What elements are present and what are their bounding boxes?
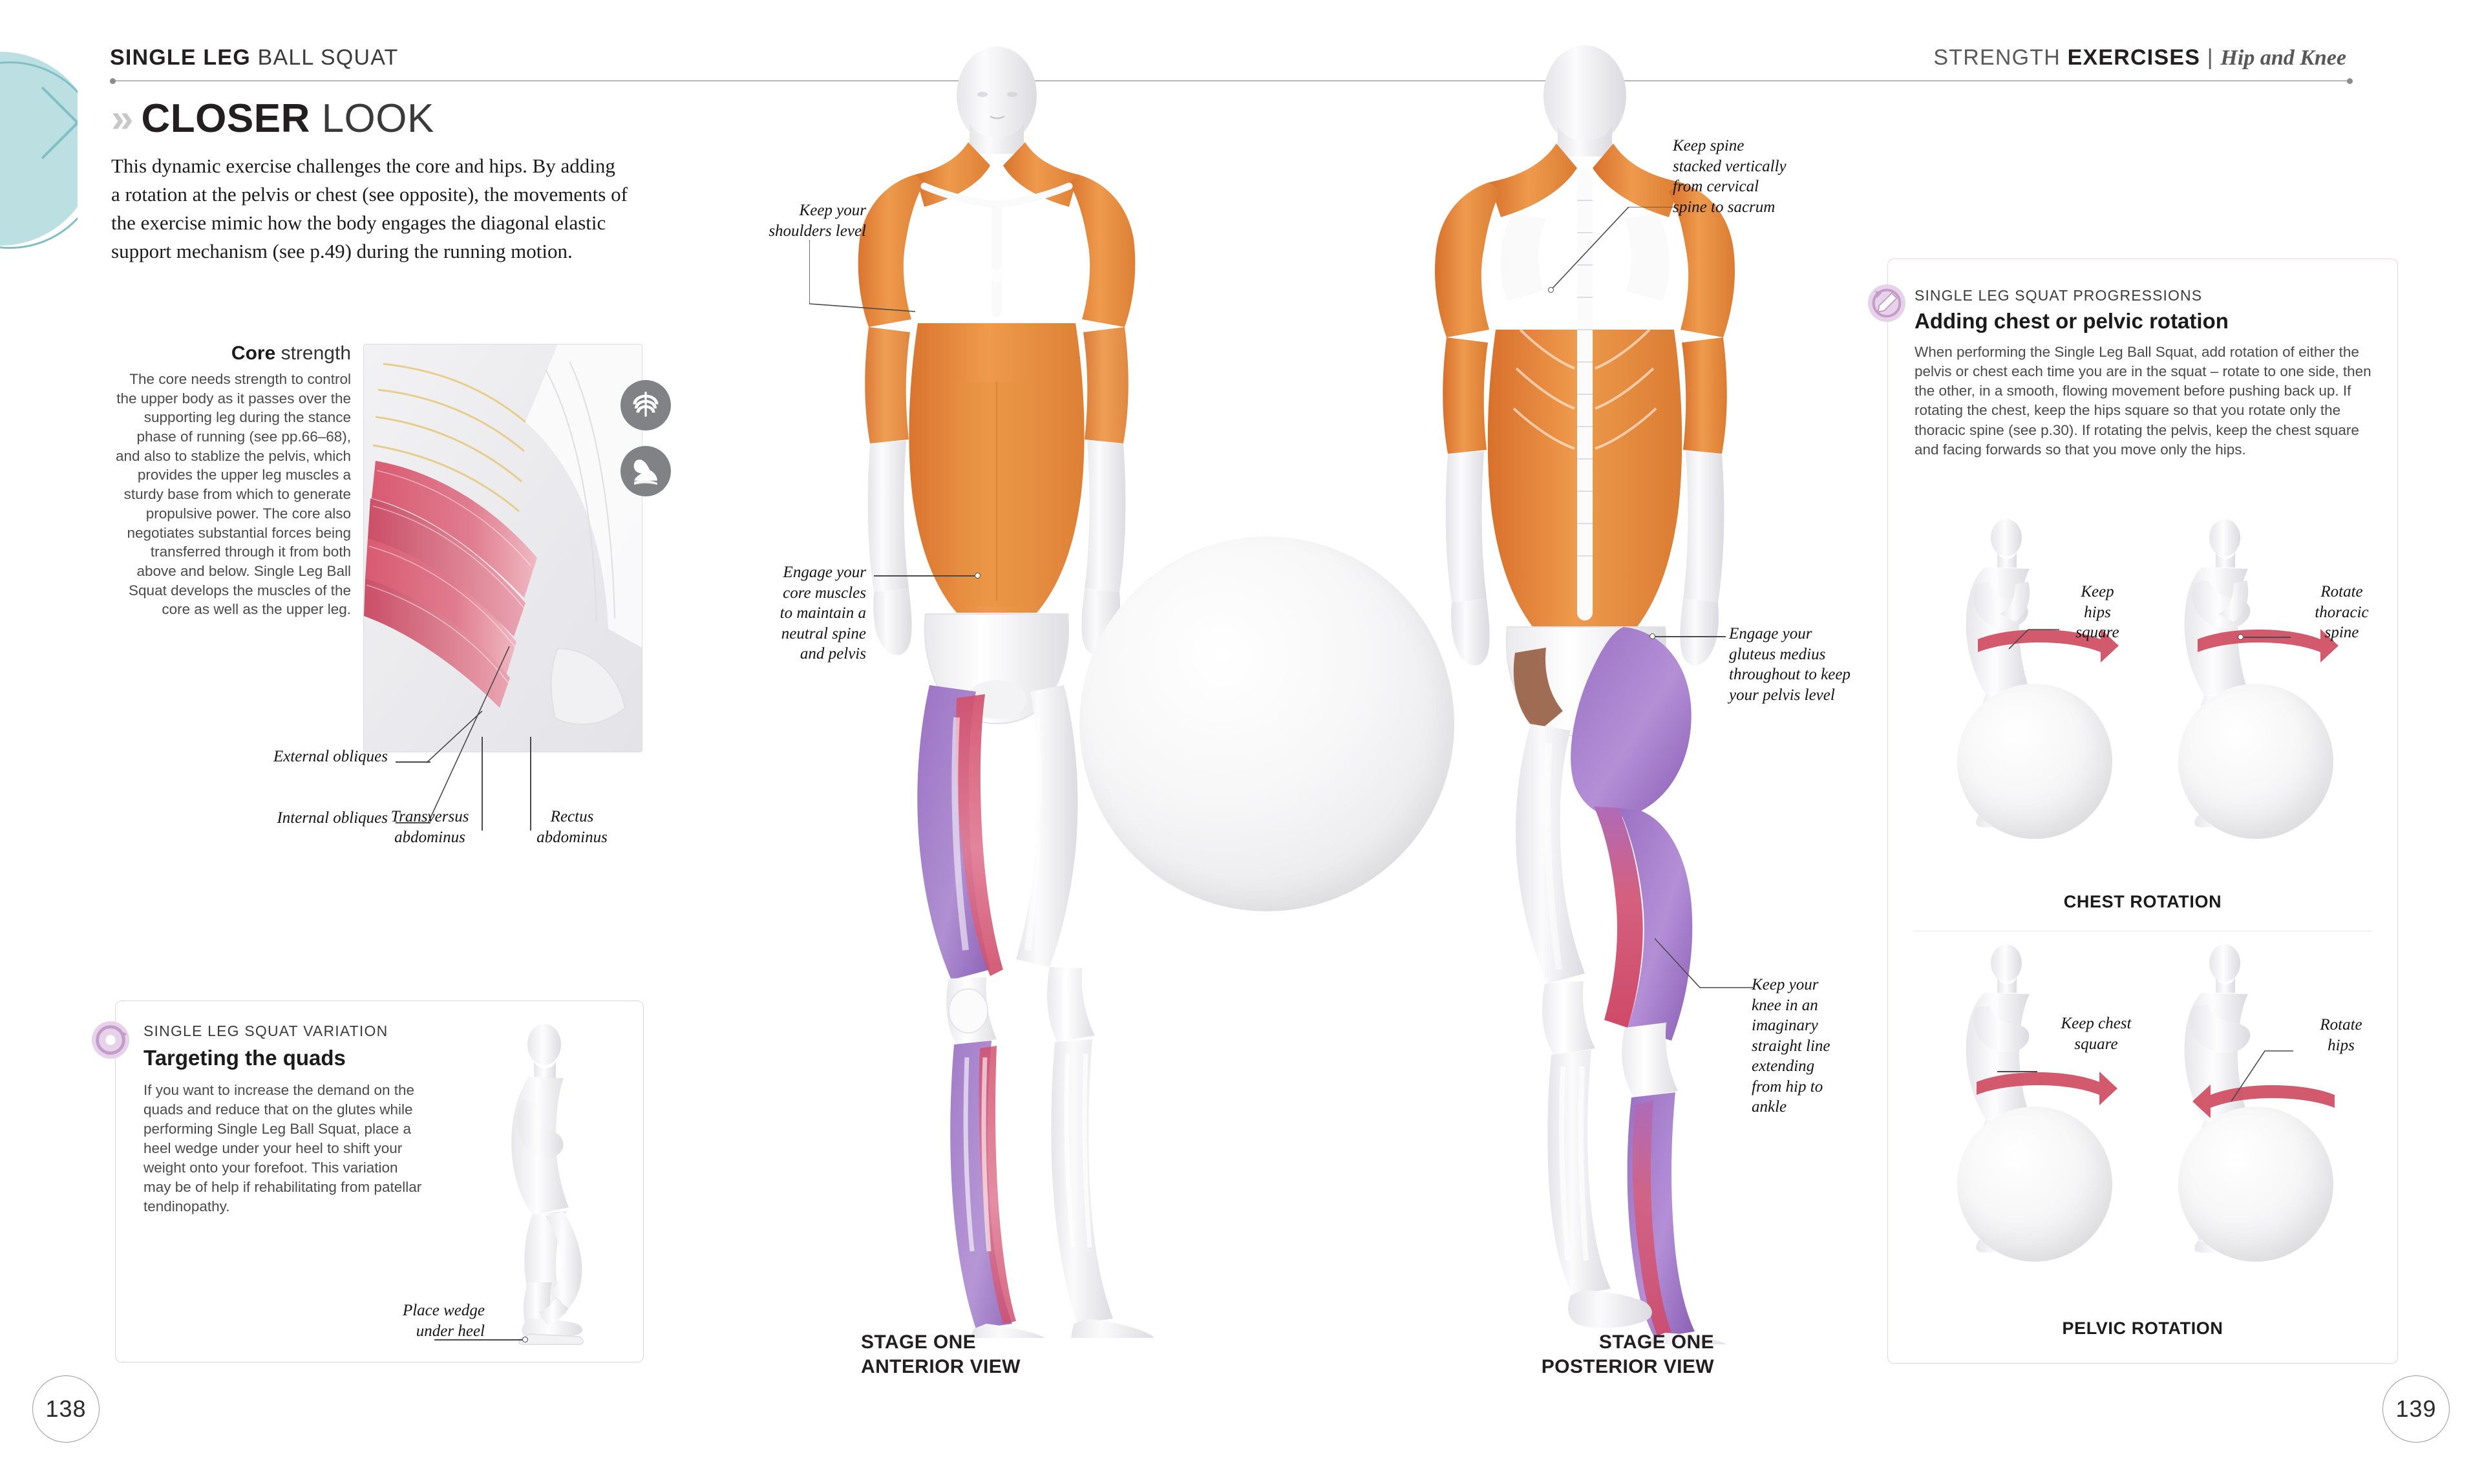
running-head-separator: | [2200,45,2221,70]
running-head-right-light: STRENGTH [1933,45,2068,70]
pelvic-rotation-arrow-right [2192,1085,2335,1118]
label-keep-chest-square: Keep chest square [2061,1015,2132,1053]
label-keep-hips-square: Keep hips square [2075,583,2119,641]
core-strength-column: Core strength The core needs strength to… [109,343,351,619]
pelvic-rotation-ball-right [2178,1107,2333,1262]
label-keep-spine: Keep spine stacked vertically from cervi… [1673,137,1787,216]
leader-place-wedge [434,1339,525,1341]
chest-rotation-ball-left [1957,684,2112,839]
leader-gluteus-medius [1655,636,1726,637]
label-gluteus-medius: Engage your gluteus medius throughout to… [1729,625,1851,704]
leader-external-obliques [396,761,430,763]
leader-internal-obliques-diagonal [428,646,510,824]
leader-transversus [482,737,483,831]
core-strength-body: The core needs strength to control the u… [116,371,351,618]
exercise-ball [1079,536,1454,911]
page-number-left: 138 [32,1375,100,1443]
pelvic-rotation-caption: PELVIC ROTATION [2062,1319,2223,1338]
running-head-right: STRENGTH EXERCISES | Hip and Knee [1933,45,2346,70]
variation-side-figure [452,1021,633,1351]
chest-rotation-ball-right [2178,684,2333,839]
chest-rotation-caption: CHEST ROTATION [2063,892,2222,911]
stage-anterior-line1: STAGE ONE [861,1331,977,1353]
pelvic-rotation-ball-left [1957,1107,2112,1262]
decoration-mask [78,0,336,323]
stage-caption-anterior: STAGE ONE ANTERIOR VIEW [861,1330,1021,1380]
label-core-muscles: Engage your core muscles to maintain a n… [780,564,866,662]
core-heading-bold: Core [231,343,276,364]
rotation-pencil-icon [1867,284,1906,323]
label-external-obliques: External obliques [273,748,388,765]
core-anatomy-illustration [363,344,642,752]
stage-anterior-line2: ANTERIOR VIEW [861,1356,1021,1378]
leader-shoulders [809,240,916,312]
label-knee-line: Keep your knee in an imaginary straight … [1752,976,1830,1116]
running-head-left: SINGLE LEG BALL SQUAT [110,45,399,70]
leader-rotate-thoracic [2244,637,2291,638]
leader-rectus [530,737,531,831]
label-rectus-abdominus: Rectus abdominus [536,808,608,846]
leader-knee-line [1655,938,1753,988]
leader-glutes-endpoint [1649,633,1655,639]
stage-caption-posterior: STAGE ONE POSTERIOR VIEW [1520,1330,1714,1380]
header-rule [110,78,2353,84]
leader-external-obliques-diagonal [427,711,483,763]
leader-core-muscles [874,575,977,577]
leader-core-endpoint [975,573,981,578]
label-transversus-abdominus: Transversus abdominus [390,808,469,846]
rotation-target-icon [91,1021,130,1059]
pelvic-rotation-arrow-left [1977,1072,2117,1105]
posterior-figure [1357,45,1823,1372]
label-shoulders-level: Keep your shoulders level [769,202,866,240]
page-title-bold: CLOSER [141,96,310,141]
core-heading-light: strength [275,343,351,364]
leader-keep-chest-square [1997,1071,2037,1072]
leader-spine-endpoint [1548,287,1554,293]
running-head-chapter: Hip and Knee [2220,46,2346,70]
variation-title: Targeting the quads [143,1046,346,1070]
running-head-right-bold: EXERCISES [2067,45,2201,70]
leader-keep-hips-square [2009,629,2059,650]
variation-kicker: SINGLE LEG SQUAT VARIATION [143,1023,388,1039]
page-title-light: LOOK [310,96,434,141]
page-title-text: CLOSER LOOK [141,96,434,142]
stage-posterior-line1: STAGE ONE [1598,1331,1714,1353]
chest-rotation-arrow-left [1978,629,2119,662]
leader-keep-spine [1551,207,1674,290]
variation-body: If you want to increase the demand on th… [143,1082,422,1214]
flexed-bicep-icon [620,446,671,496]
leader-rotate-hips [2231,1050,2293,1102]
leader-thoracic-endpoint [2238,634,2243,640]
progressions-title: Adding chest or pelvic rotation [1915,309,2229,333]
page-title: »CLOSER LOOK [111,96,434,142]
core-strength-heading: Core strength [109,343,351,365]
intro-paragraph: This dynamic exercise challenges the cor… [111,154,628,263]
double-chevron-icon: » [111,96,134,141]
running-head-left-bold: SINGLE LEG [110,45,251,70]
leader-internal-obliques [396,822,430,823]
chest-rotation-arrow-right [2198,629,2339,662]
progressions-kicker: SINGLE LEG SQUAT PROGRESSIONS [1915,287,2203,304]
progressions-body: When performing the Single Leg Ball Squa… [1915,344,2371,458]
page-number-right: 139 [2382,1375,2450,1443]
label-internal-obliques: Internal obliques [277,809,388,827]
ribcage-icon [620,380,671,430]
label-rotate-hips: Rotate hips [2320,1016,2362,1054]
label-place-wedge: Place wedge under heel [402,1302,485,1340]
label-rotate-thoracic-spine: Rotate thoracic spine [2315,583,2369,641]
leader-wedge-endpoint [522,1337,528,1342]
running-head-left-light: BALL SQUAT [250,45,399,70]
stage-posterior-line2: POSTERIOR VIEW [1541,1356,1714,1378]
